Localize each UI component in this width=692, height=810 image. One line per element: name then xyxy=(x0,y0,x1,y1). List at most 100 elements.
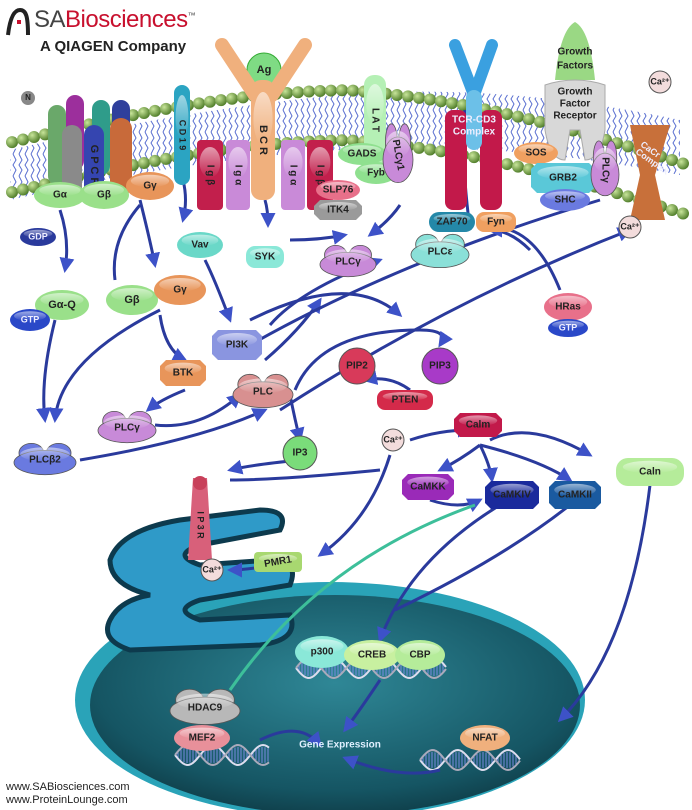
node-fyn[interactable]: Fyn xyxy=(476,212,516,232)
node-ca-er[interactable]: Ca²⁺ xyxy=(200,558,224,582)
node-label: I g α xyxy=(232,165,243,186)
node-grb2[interactable]: GRB2 xyxy=(531,163,595,193)
svg-text:Receptor: Receptor xyxy=(553,111,596,122)
lipid-head xyxy=(677,207,689,220)
lipid-head xyxy=(413,141,425,154)
node-g-gamma-2[interactable]: Gγ xyxy=(154,275,206,305)
lipid-head xyxy=(281,87,293,100)
node-plcy-membrane[interactable]: PLCγ xyxy=(590,140,620,197)
gpcr[interactable]: G P C R xyxy=(48,95,132,200)
node-syk[interactable]: SYK xyxy=(246,246,284,268)
node-creb[interactable]: CREB xyxy=(344,640,400,670)
lipid-head xyxy=(512,110,524,123)
node-pip3[interactable]: PIP3 xyxy=(421,347,459,385)
node-ca-top[interactable]: Ca²⁺ xyxy=(648,70,672,94)
node-label: Calm xyxy=(466,420,491,431)
signal-arrows xyxy=(36,109,658,775)
node-plcb2[interactable]: PLCβ2 xyxy=(13,442,77,476)
node-label: SLP76 xyxy=(323,185,354,196)
node-label: Fyb xyxy=(367,168,385,179)
node-label: I g α xyxy=(287,165,298,186)
footer-url-proteinlounge[interactable]: www.ProteinLounge.com xyxy=(6,794,128,806)
node-gtp-hras[interactable]: GTP xyxy=(548,319,588,337)
node-plcy-low[interactable]: PLCγ xyxy=(97,410,157,444)
node-label: p300 xyxy=(311,647,334,658)
node-label: PLCγ xyxy=(114,423,140,434)
node-caln[interactable]: Caln xyxy=(616,458,684,486)
node-camkiv[interactable]: CaMKIV xyxy=(485,481,539,509)
lipid-head xyxy=(336,134,348,147)
node-zap70[interactable]: ZAP70 xyxy=(429,212,475,232)
node-bcr[interactable]: B C R xyxy=(251,80,275,200)
footer-url-sabiosciences[interactable]: www.SABiosciences.com xyxy=(6,781,130,793)
node-label: PMR1 xyxy=(263,554,293,570)
lipid-head xyxy=(413,91,425,104)
node-pip2[interactable]: PIP2 xyxy=(338,347,376,385)
node-g-alpha[interactable]: Gα xyxy=(34,182,86,208)
node-plc[interactable]: PLC xyxy=(232,373,294,409)
node-ag[interactable]: Ag xyxy=(246,52,282,88)
node-sos[interactable]: SOS xyxy=(514,142,558,164)
node-plcy-mid[interactable]: PLCγ xyxy=(319,244,377,278)
node-pten[interactable]: PTEN xyxy=(377,390,433,410)
node-camkii[interactable]: CaMKII xyxy=(549,481,601,509)
node-hras[interactable]: HRas xyxy=(544,293,592,321)
node-plce[interactable]: PLCε xyxy=(410,233,470,269)
lipid-head xyxy=(622,190,634,203)
node-cbp[interactable]: CBP xyxy=(395,640,445,670)
node-camkk[interactable]: CaMKK xyxy=(402,474,454,500)
node-label: PLCγ xyxy=(335,257,361,268)
node-label: GDP xyxy=(28,231,48,241)
node-shc[interactable]: SHC xyxy=(540,189,590,211)
node-p300[interactable]: p300 xyxy=(295,636,349,668)
node-ig-alpha-2[interactable]: I g α xyxy=(281,140,305,210)
node-vav[interactable]: Vav xyxy=(177,232,223,258)
lipid-head xyxy=(204,95,216,108)
node-slp76[interactable]: SLP76 xyxy=(316,180,360,200)
lipid-head xyxy=(138,106,150,119)
node-cd19[interactable]: C D 1 9 xyxy=(174,85,190,185)
node-ig-beta-1[interactable]: I g β xyxy=(197,140,223,210)
tcr-label-1: TCR-CD3 xyxy=(452,115,496,126)
node-nfat[interactable]: NFAT xyxy=(460,725,510,751)
lipid-head xyxy=(28,130,40,143)
node-ip3r[interactable]: I P 3 R xyxy=(188,476,212,560)
lipid-head xyxy=(622,140,634,153)
node-g-alpha-q[interactable]: Gα-Q xyxy=(35,290,89,320)
node-lat[interactable]: L A T xyxy=(364,75,386,165)
node-gads[interactable]: GADS xyxy=(338,143,386,165)
lipid-head xyxy=(6,136,18,149)
lipid-head xyxy=(237,91,249,104)
node-itk4[interactable]: ITK4 xyxy=(314,200,362,220)
node-pmr1[interactable]: PMR1 xyxy=(254,552,302,572)
lipid-head xyxy=(666,204,678,217)
node-pi3k[interactable]: PI3K xyxy=(212,330,262,360)
lipid-head xyxy=(512,160,524,173)
node-gdp[interactable]: GDP xyxy=(20,228,56,246)
node-ca-cyto[interactable]: Ca²⁺ xyxy=(381,428,405,452)
node-plcy1[interactable]: PLCγ1 xyxy=(382,123,414,183)
node-hdac9[interactable]: HDAC9 xyxy=(169,688,241,725)
node-ip3[interactable]: IP3 xyxy=(282,435,318,471)
node-label: CREB xyxy=(358,650,386,661)
node-ig-beta-2[interactable]: I g β xyxy=(307,140,333,210)
node-label: CaMKII xyxy=(558,490,592,501)
node-ig-alpha-1[interactable]: I g α xyxy=(226,140,250,210)
lipid-head xyxy=(435,145,447,158)
node-label: B C R xyxy=(257,125,269,155)
node-calm[interactable]: Calm xyxy=(454,413,502,437)
node-g-beta[interactable]: Gβ xyxy=(79,181,129,209)
node-ca-cacr[interactable]: Ca²⁺ xyxy=(618,215,642,239)
node-g-gamma[interactable]: Gγ xyxy=(126,172,174,200)
node-label: GRB2 xyxy=(549,173,577,184)
node-g-beta-2[interactable]: Gβ xyxy=(106,285,158,315)
node-label: CaMKK xyxy=(410,482,446,493)
node-btk[interactable]: BTK xyxy=(160,360,206,386)
lipid-head xyxy=(424,93,436,106)
node-mef2[interactable]: MEF2 xyxy=(174,725,230,751)
node-gtp-galphaq[interactable]: GTP xyxy=(10,309,50,331)
node-label: PI3K xyxy=(226,340,249,351)
